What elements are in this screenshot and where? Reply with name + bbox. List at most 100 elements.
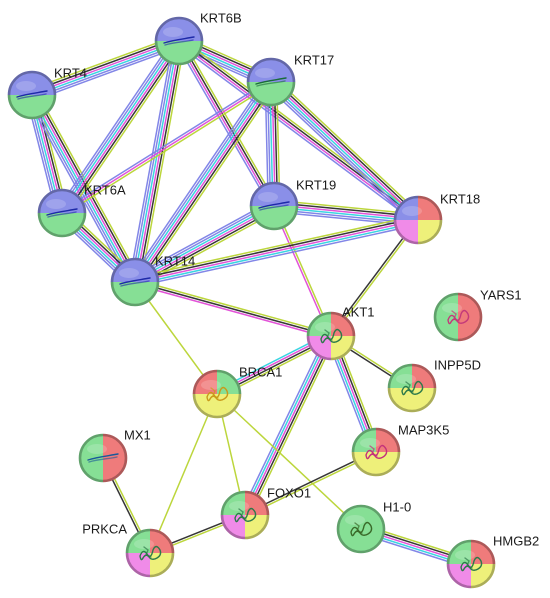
node-label-krt17: KRT17 — [294, 52, 334, 67]
node-highlight — [360, 438, 380, 448]
node-ring — [457, 292, 483, 318]
node-yars1[interactable] — [433, 292, 483, 342]
structure-fiber-icon — [258, 201, 290, 209]
edge-krt4-krt6b[interactable] — [29, 34, 182, 102]
node-ring — [433, 316, 459, 342]
node-ring — [78, 457, 104, 483]
edge-akt1-foxo1[interactable] — [240, 333, 336, 518]
edge-krt17-krt6a[interactable] — [60, 79, 273, 216]
node-ring — [178, 16, 204, 42]
node-label-krt6b: KRT6B — [200, 10, 242, 25]
edge-evidence-line — [274, 199, 419, 216]
node-ring — [7, 94, 33, 120]
node-quadrant — [38, 213, 62, 237]
edge-krt14-krt18[interactable] — [133, 214, 420, 288]
edge-evidence-line — [61, 81, 272, 214]
edge-brca1-prkca[interactable] — [149, 393, 218, 554]
node-quadrant — [388, 388, 412, 412]
edge-evidence-line — [132, 202, 273, 280]
edge-evidence-line — [36, 91, 141, 280]
node-ring — [178, 40, 204, 66]
node-highlight — [455, 550, 475, 560]
node-brca1[interactable] — [192, 369, 242, 419]
node-ring — [330, 335, 356, 361]
node-krt14[interactable] — [110, 257, 160, 307]
node-quadrant — [126, 553, 150, 577]
edge-krt17-krt14[interactable] — [129, 78, 277, 286]
node-quadrant — [274, 206, 298, 230]
node-krt6b[interactable] — [154, 16, 204, 66]
node-highlight — [229, 501, 249, 511]
node-h1-0[interactable] — [336, 504, 386, 554]
edge-evidence-line — [139, 84, 277, 286]
node-krt6a[interactable] — [37, 188, 87, 238]
structure-fiber-icon — [46, 208, 78, 216]
edge-brca1-h1-0[interactable] — [216, 393, 362, 530]
node-quadrant — [38, 189, 62, 213]
edge-evidence-line — [32, 94, 137, 282]
edge-evidence-line — [272, 78, 421, 219]
node-ring — [470, 539, 496, 565]
node-ring — [125, 528, 151, 554]
edge-evidence-line — [33, 45, 182, 102]
edge-krt6b-krt19[interactable] — [175, 38, 278, 209]
edge-evidence-line — [179, 40, 276, 206]
node-quadrant — [32, 95, 56, 119]
node-ring — [470, 563, 496, 589]
node-ring — [411, 387, 437, 413]
node-krt4[interactable] — [7, 70, 57, 120]
node-inpp5d[interactable] — [387, 363, 437, 413]
node-quadrant — [352, 452, 376, 476]
node-ring — [102, 433, 128, 459]
node-map3k5[interactable] — [351, 427, 401, 477]
structure-protein-icon — [320, 328, 343, 344]
node-ring — [154, 40, 180, 66]
node-ring — [246, 57, 272, 83]
node-quadrant — [62, 213, 86, 237]
node-ring — [134, 281, 160, 307]
node-krt19[interactable] — [249, 181, 299, 231]
node-ring — [37, 188, 63, 214]
edge-evidence-line — [62, 41, 181, 215]
edge-evidence-line — [135, 206, 275, 284]
edge-evidence-line — [32, 43, 181, 99]
edge-evidence-line — [58, 38, 177, 212]
edge-evidence-line — [246, 336, 334, 517]
edge-evidence-line — [56, 37, 175, 211]
edge-krt17-krt18[interactable] — [266, 77, 423, 225]
edge-krt6b-krt6a[interactable] — [56, 37, 185, 217]
node-ring — [220, 514, 246, 540]
node-krt18[interactable] — [393, 195, 443, 245]
node-hmgb2[interactable] — [446, 539, 496, 589]
node-ring — [31, 94, 57, 120]
node-akt1[interactable] — [306, 311, 356, 361]
node-mx1[interactable] — [78, 433, 128, 483]
node-quadrant — [274, 182, 298, 206]
node-highlight — [258, 192, 278, 202]
edge-evidence-line — [139, 41, 186, 284]
node-prkca[interactable] — [125, 528, 175, 578]
node-quadrant — [418, 220, 442, 244]
node-krt17[interactable] — [246, 57, 296, 107]
node-quadrant — [62, 189, 86, 213]
node-quadrant — [155, 17, 179, 41]
edge-evidence-line — [135, 82, 273, 284]
edge-evidence-line — [64, 42, 183, 216]
node-ring — [306, 335, 332, 361]
node-ring — [244, 514, 270, 540]
node-ring — [149, 552, 175, 578]
node-foxo1[interactable] — [220, 490, 270, 540]
edge-evidence-line — [177, 41, 418, 222]
structure-protein-icon — [210, 387, 219, 399]
node-highlight — [46, 199, 66, 209]
node-ring — [31, 70, 57, 96]
structure-protein-icon — [350, 521, 373, 537]
node-ring — [360, 528, 386, 554]
edge-krt14-akt1[interactable] — [134, 279, 332, 339]
node-ring — [336, 528, 362, 554]
edge-krt6b-krt18[interactable] — [176, 37, 421, 224]
node-quadrant — [247, 82, 271, 106]
node-ring — [411, 363, 437, 389]
edge-evidence-line — [32, 41, 180, 97]
node-quadrant — [111, 282, 135, 306]
